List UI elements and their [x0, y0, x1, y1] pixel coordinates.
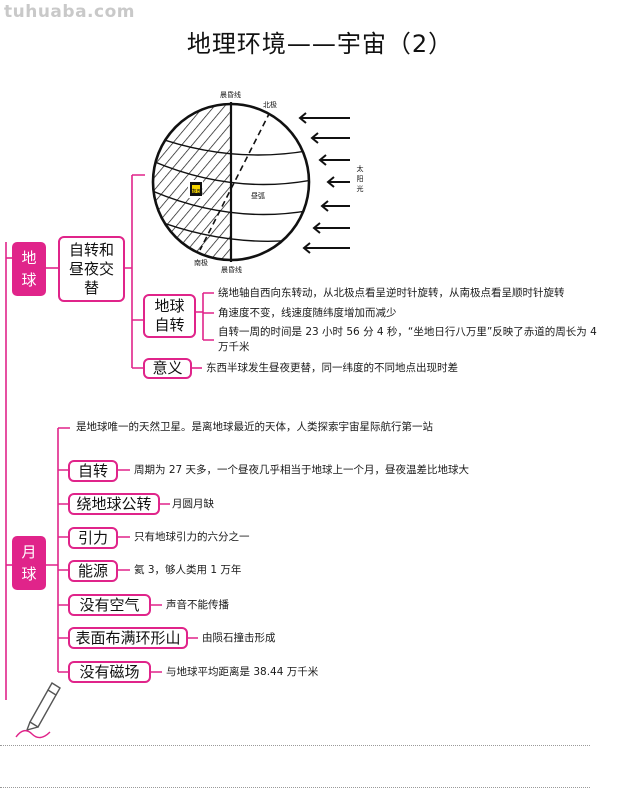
label-terminator-top: 晨昏线 — [220, 91, 241, 99]
node-moon-label: 月球 — [21, 543, 37, 583]
node-earth-rotation-label: 地球自转 — [154, 297, 185, 334]
sunlight-char-2: 阳 — [356, 175, 364, 183]
node-earth-label: 地球 — [21, 249, 37, 289]
moon-no-air-text: 声音不能传播 — [166, 599, 229, 611]
node-moon-no-air: 没有空气 — [68, 594, 151, 616]
meaning-text: 东西半球发生昼夜更替，同一纬度的不同地点出现时差 — [206, 362, 458, 374]
label-south-pole: 南极 — [194, 259, 208, 267]
node-moon-no-magnetic: 没有磁场 — [68, 661, 151, 683]
sunlight-char-3: 光 — [356, 185, 364, 193]
moon-revolution-text: 月圆月缺 — [172, 498, 214, 510]
page-title: 地理环境——宇宙（2） — [186, 30, 454, 58]
moon-no-magnetic-text: 与地球平均距离是 38.44 万千米 — [166, 666, 319, 678]
divider-dotted-1 — [0, 745, 590, 746]
moon-rotation-text: 周期为 27 天多，一个昼夜几乎相当于地球上一个月，昼夜温差比地球大 — [134, 464, 470, 476]
node-meaning: 意义 — [143, 358, 192, 379]
label-night-arc: 夜弧 — [190, 188, 203, 196]
node-moon: 月球 — [12, 536, 46, 590]
sunlight-char-1: 太 — [356, 165, 364, 173]
node-earth: 地球 — [12, 242, 46, 296]
node-moon-craters: 表面布满环形山 — [68, 627, 188, 649]
node-rotation-day-night: 自转和昼夜交替 — [58, 236, 125, 302]
node-moon-rotation: 自转 — [68, 460, 118, 482]
fact-rotation-direction: 绕地轴自西向东转动，从北极点看呈逆时针旋转，从南极点看呈顺时针旋转 — [218, 287, 565, 299]
node-moon-energy: 能源 — [68, 560, 118, 582]
fact-angular-speed: 角速度不变，线速度随纬度增加而减少 — [218, 307, 397, 319]
watermark: tuhuaba.com — [4, 2, 135, 22]
moon-craters-text: 由陨石撞击形成 — [202, 632, 276, 644]
node-earth-rotation: 地球自转 — [143, 294, 196, 338]
moon-gravity-text: 只有地球引力的六分之一 — [134, 531, 250, 543]
moon-energy-text: 氦 3，够人类用 1 万年 — [134, 564, 242, 576]
divider-dotted-2 — [0, 787, 590, 788]
node-moon-revolution: 绕地球公转 — [68, 493, 160, 515]
globe-diagram — [151, 102, 350, 262]
label-day-arc: 昼弧 — [251, 192, 265, 200]
node-rotation-label: 自转和昼夜交替 — [68, 240, 114, 297]
moon-intro: 是地球唯一的天然卫星。是离地球最近的天体，人类探索宇宙星际航行第一站 — [76, 421, 433, 433]
fact-rotation-period: 自转一周的时间是 23 小时 56 分 4 秒，“坐地日行八万里”反映了赤道的周… — [218, 326, 597, 353]
label-sunlight: 太 阳 光 — [356, 164, 364, 194]
node-moon-gravity: 引力 — [68, 527, 118, 549]
label-terminator-bottom: 晨昏线 — [221, 266, 242, 274]
label-north-pole: 北极 — [263, 101, 277, 109]
